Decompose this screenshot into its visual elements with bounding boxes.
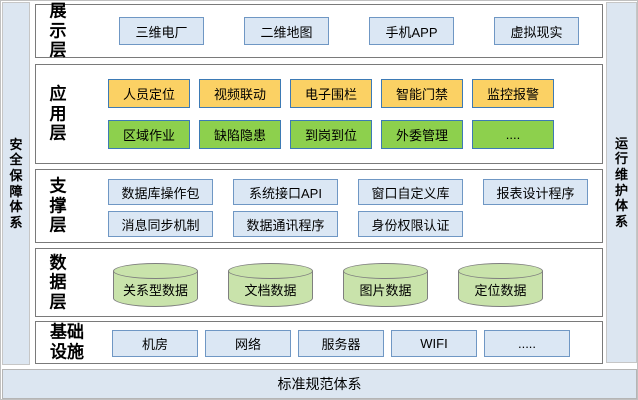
app-item-video-linkage: 视频联动 — [199, 79, 281, 108]
display-item-vr: 虚拟现实 — [494, 17, 579, 45]
cylinder-top — [228, 263, 313, 279]
display-layer: 展示层 三维电厂 二维地图 手机APP 虚拟现实 — [35, 1, 603, 60]
support-item-report-designer: 报表设计程序 — [483, 179, 588, 205]
application-layer-row1: 人员定位 视频联动 电子围栏 智能门禁 监控报警 — [108, 79, 554, 108]
support-layer-label: 支撑层 — [49, 176, 67, 235]
infrastructure-layer-row: 机房 网络 服务器 WIFI ..... — [112, 330, 570, 357]
support-item-window-custom-lib: 窗口自定义库 — [358, 179, 463, 205]
support-layer-row2: 消息同步机制 数据通讯程序 身份权限认证 — [108, 211, 463, 237]
display-item-mobile-app: 手机APP — [369, 17, 454, 45]
cylinder-document-data: 文档数据 — [228, 263, 313, 307]
cylinder-top — [113, 263, 198, 279]
cylinder-top — [343, 263, 428, 279]
infrastructure-layer-label: 基础设施 — [50, 322, 84, 362]
display-layer-row: 三维电厂 二维地图 手机APP 虚拟现实 — [119, 17, 579, 45]
cylinder-label: 关系型数据 — [122, 283, 188, 298]
data-layer-label: 数据层 — [49, 253, 67, 312]
operation-maintenance-bar: 运行维护体系 — [606, 2, 637, 363]
standard-specification-label: 标准规范体系 — [277, 376, 362, 392]
infrastructure-layer: 基础设施 机房 网络 服务器 WIFI ..... — [35, 321, 603, 364]
support-layer-row1: 数据库操作包 系统接口API 窗口自定义库 报表设计程序 — [108, 179, 588, 205]
infra-item-server: 服务器 — [298, 330, 384, 357]
cylinder-relational-data: 关系型数据 — [113, 263, 198, 307]
app-item-personnel-positioning: 人员定位 — [108, 79, 190, 108]
standard-specification-bar: 标准规范体系 — [2, 369, 637, 399]
app-item-monitoring-alarm: 监控报警 — [472, 79, 554, 108]
support-item-message-sync: 消息同步机制 — [108, 211, 213, 237]
app-item-on-duty: 到岗到位 — [290, 120, 372, 149]
display-item-3d-plant: 三维电厂 — [119, 17, 204, 45]
infra-item-wifi: WIFI — [391, 330, 477, 357]
infra-item-machine-room: 机房 — [112, 330, 198, 357]
support-item-data-comm: 数据通讯程序 — [233, 211, 338, 237]
operation-maintenance-label: 运行维护体系 — [614, 135, 628, 229]
cylinder-label: 定位数据 — [474, 283, 527, 298]
application-layer-label: 应用层 — [49, 84, 67, 143]
support-layer: 支撑层 数据库操作包 系统接口API 窗口自定义库 报表设计程序 消息同步机制 … — [35, 169, 603, 243]
app-item-electronic-fence: 电子围栏 — [290, 79, 372, 108]
cylinder-image-data: 图片数据 — [343, 263, 428, 307]
app-item-outsourcing-mgmt: 外委管理 — [381, 120, 463, 149]
infra-item-network: 网络 — [205, 330, 291, 357]
app-item-area-operation: 区域作业 — [108, 120, 190, 149]
app-item-defect-hazard: 缺陷隐患 — [199, 120, 281, 149]
data-layer: 数据层 关系型数据 文档数据 图片数据 定位数据 — [35, 248, 603, 317]
cylinder-positioning-data: 定位数据 — [458, 263, 543, 307]
security-assurance-label: 安全保障体系 — [9, 136, 23, 230]
display-item-2d-map: 二维地图 — [244, 17, 329, 45]
cylinder-label: 图片数据 — [359, 283, 412, 298]
support-item-db-package: 数据库操作包 — [108, 179, 213, 205]
support-item-identity-auth: 身份权限认证 — [358, 211, 463, 237]
cylinder-top — [458, 263, 543, 279]
application-layer-row2: 区域作业 缺陷隐患 到岗到位 外委管理 .... — [108, 120, 554, 149]
app-item-smart-access: 智能门禁 — [381, 79, 463, 108]
infra-item-more: ..... — [484, 330, 570, 357]
security-assurance-bar: 安全保障体系 — [2, 2, 30, 365]
support-item-system-api: 系统接口API — [233, 179, 338, 205]
cylinder-label: 文档数据 — [244, 283, 297, 298]
display-layer-label: 展示层 — [49, 1, 67, 60]
application-layer: 应用层 人员定位 视频联动 电子围栏 智能门禁 监控报警 区域作业 缺陷隐患 到… — [35, 64, 603, 164]
data-layer-row: 关系型数据 文档数据 图片数据 定位数据 — [113, 263, 543, 307]
app-item-more: .... — [472, 120, 554, 149]
